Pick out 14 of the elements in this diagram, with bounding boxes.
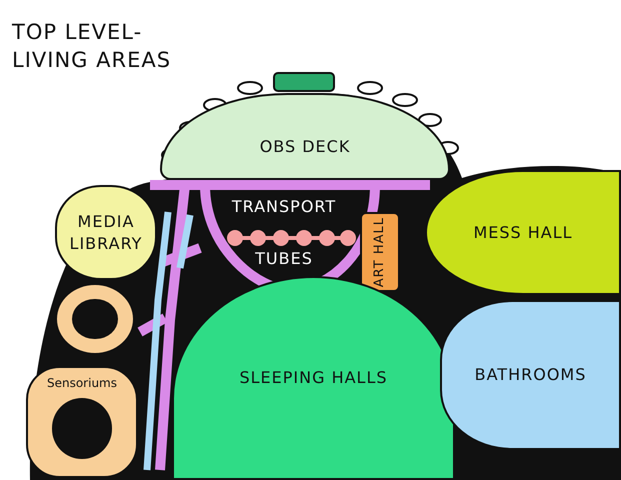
diagram-title: TOP LEVEL- LIVING AREAS bbox=[12, 19, 172, 74]
pod-room bbox=[26, 366, 138, 478]
room-label: OBS DECK bbox=[260, 136, 350, 158]
room-label: ART HALL bbox=[371, 216, 388, 288]
room-label: MEDIA LIBRARY bbox=[68, 210, 144, 254]
room-area bbox=[425, 170, 621, 295]
room-label: BATHROOMS bbox=[474, 364, 586, 386]
hallway-area bbox=[360, 212, 400, 292]
room-label: SLEEPING HALLS bbox=[239, 367, 388, 389]
room-area bbox=[440, 300, 621, 450]
room-label: MESS HALL bbox=[473, 222, 573, 244]
wall-panel bbox=[273, 72, 335, 92]
room-label: TRANSPORT TUBES bbox=[230, 196, 338, 270]
room-label: Sensoriums bbox=[46, 375, 117, 392]
